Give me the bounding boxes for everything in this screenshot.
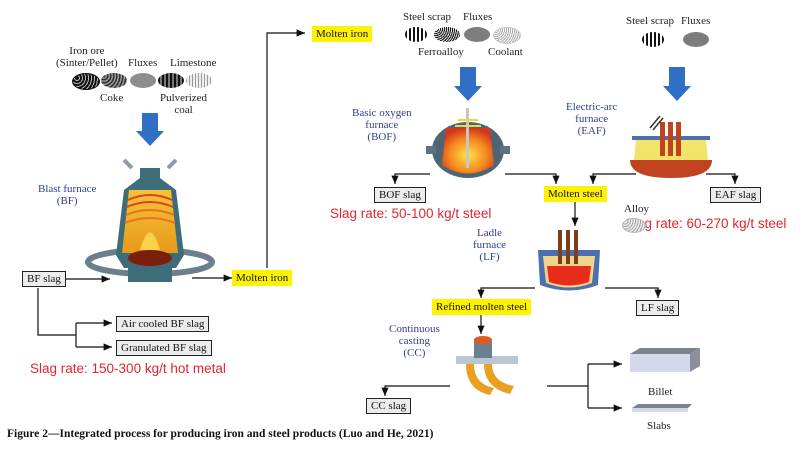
bof-input-arrow [454,67,482,101]
cc-slag-box: CC slag [366,398,412,414]
refined-molten-steel-highlight: Refined molten steel [432,299,532,315]
eaf-input-arrow [663,67,691,101]
bof-label-line2: furnace [365,119,399,131]
ladle-furnace-label-line3: (LF) [479,251,500,263]
ladle-furnace-label-line2: furnace [473,239,506,251]
eaf-steel-scrap-label: Steel scrap [626,15,674,27]
bof-steel-scrap-label: Steel scrap [403,11,451,23]
bf-slag-rate: Slag rate: 150-300 kg/t hot metal [30,361,226,376]
iron-ore-label-line2: (Sinter/Pellet) [56,57,118,69]
eaf-label-line2: furnace [575,113,609,125]
blast-furnace-label: Blast furnace (BF) [38,183,96,207]
blast-furnace-label-line2: (BF) [56,195,78,207]
molten-steel-highlight: Molten steel [544,186,607,202]
pulverized-coal-label: Pulverized coal [160,92,207,116]
coolant-pellet-icon [493,27,521,44]
molten-iron-highlight-bof: Molten iron [312,26,373,42]
eaf-slag-box: EAF slag [710,187,762,203]
continuous-casting-illustration [456,336,518,395]
eaf-label: Electric-arc furnace (EAF) [566,101,617,137]
alloy-pellet-icon [622,218,646,233]
bf-input-arrow [136,113,164,146]
blast-furnace-illustration [85,158,215,282]
continuous-casting-label-line1: Continuous [389,323,440,335]
ferroalloy-label: Ferroalloy [418,46,464,58]
bof-slag-box: BOF slag [374,187,426,203]
iron-ore-label: Iron ore (Sinter/Pellet) [56,45,118,69]
bof-slag-rate: Slag rate: 50-100 kg/t steel [330,206,492,221]
granulated-bf-slag-box: Granulated BF slag [116,340,212,356]
ladle-furnace-illustration [538,230,600,291]
pulverized-coal-line1: Pulverized [160,92,208,104]
bf-fluxes-label: Fluxes [128,57,158,69]
bf-slag-box: BF slag [22,271,66,287]
eaf-fluxes-pellet-icon [683,32,709,47]
coolant-label: Coolant [488,46,523,58]
bof-label: Basic oxygen furnace (BOF) [352,107,412,143]
slab-illustration [632,404,692,412]
continuous-casting-label: Continuous casting (CC) [389,323,440,359]
lf-slag-box: LF slag [636,300,680,316]
eaf-illustration [630,115,712,178]
eaf-label-line3: (EAF) [577,125,606,137]
slabs-label: Slabs [647,420,671,432]
limestone-label: Limestone [170,57,217,69]
ladle-furnace-label-line1: Ladle [476,227,503,239]
eaf-steel-scrap-pellet-icon [642,32,664,47]
eaf-label-line1: Electric-arc [566,101,618,113]
bof-label-line3: (BOF) [367,131,397,143]
pulverized-coal-line2: coal [174,104,193,116]
billet-label: Billet [648,386,673,398]
iron-ore-pellet-icon [72,73,100,90]
bf-fluxes-pellet-icon [130,73,156,88]
continuous-casting-label-line2: casting [398,335,430,347]
blast-furnace-label-line1: Blast furnace [38,183,97,195]
bof-fluxes-label: Fluxes [463,11,493,23]
billet-illustration [630,348,700,372]
coke-label: Coke [100,92,124,104]
coke-pellet-icon [101,73,127,88]
alloy-label: Alloy [624,203,650,215]
pulverized-coal-pellet-icon [158,73,184,88]
ferroalloy-pellet-icon [434,27,460,42]
bof-illustration [426,108,510,178]
air-cooled-bf-slag-box: Air cooled BF slag [116,316,210,332]
continuous-casting-label-line3: (CC) [403,347,426,359]
eaf-fluxes-label: Fluxes [681,15,711,27]
bof-label-line1: Basic oxygen [352,107,412,119]
limestone-pellet-icon [186,73,212,88]
bof-steel-scrap-pellet-icon [405,27,427,42]
molten-iron-highlight-bf: Molten iron [232,270,293,286]
iron-ore-label-line1: Iron ore [69,45,105,57]
ladle-furnace-label: Ladle furnace (LF) [473,227,506,263]
figure-caption: Figure 2—Integrated process for producin… [7,428,434,440]
eaf-slag-rate: Slag rate: 60-270 kg/t steel [625,216,787,231]
bof-fluxes-pellet-icon [464,27,490,42]
